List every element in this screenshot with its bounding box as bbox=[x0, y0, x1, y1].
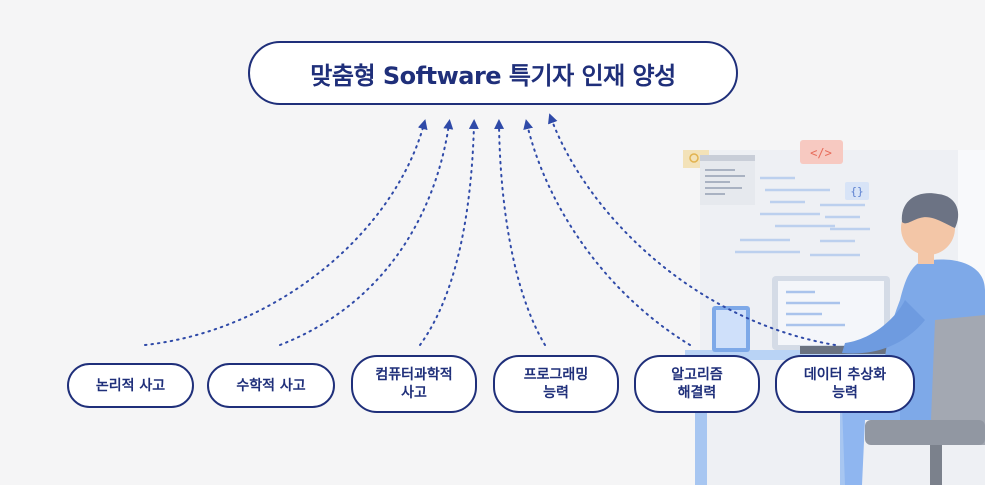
node-label-line1: 프로그래밍 bbox=[523, 367, 589, 383]
node-label-line1: 컴퓨터과학적 bbox=[375, 367, 453, 383]
node-label-line1: 데이터 추상화 bbox=[803, 367, 887, 383]
node-label-line2: 능력 bbox=[832, 385, 858, 401]
node-computational-thinking: 컴퓨터과학적 사고 bbox=[351, 355, 477, 413]
arrow-logic bbox=[144, 119, 428, 346]
node-label-line1: 알고리즘 bbox=[671, 367, 723, 383]
chair-seat bbox=[865, 420, 985, 445]
node-label-line2: 사고 bbox=[401, 385, 427, 401]
title-text: 맞춤형 Software 특기자 인재 양성 bbox=[310, 61, 676, 90]
code-lines bbox=[705, 169, 745, 195]
node-label-line2: 해결력 bbox=[677, 385, 717, 401]
node-label-line2: 능력 bbox=[543, 385, 569, 401]
arrow-math bbox=[279, 119, 454, 346]
code-tag-label: </> bbox=[810, 146, 832, 160]
chair-post bbox=[930, 445, 942, 485]
node-logical-thinking: 논리적 사고 bbox=[67, 363, 194, 408]
node-data-abstraction: 데이터 추상화 능력 bbox=[775, 355, 915, 413]
person-neck bbox=[918, 250, 934, 264]
code-tag bbox=[800, 140, 843, 164]
floating-code-lines bbox=[735, 176, 870, 257]
node-programming-ability: 프로그래밍 능력 bbox=[493, 355, 619, 413]
node-algorithm-solving: 알고리즘 해결력 bbox=[634, 355, 760, 413]
braces-tag bbox=[845, 182, 869, 200]
node-label: 수학적 사고 bbox=[236, 377, 306, 394]
node-label: 논리적 사고 bbox=[95, 377, 166, 394]
laptop-code-lines bbox=[786, 290, 845, 327]
search-icon bbox=[689, 153, 699, 163]
arrow-programming bbox=[494, 119, 546, 346]
braces-tag-label: {} bbox=[850, 185, 863, 198]
code-window-bar bbox=[700, 155, 755, 161]
arrow-algorithm bbox=[523, 119, 691, 346]
arrow-abstraction bbox=[548, 113, 836, 346]
title-pill: 맞춤형 Software 특기자 인재 양성 bbox=[248, 41, 738, 105]
person-arm bbox=[842, 300, 925, 354]
chair-back bbox=[930, 315, 985, 445]
arrow-cs bbox=[419, 119, 479, 346]
tablet-screen bbox=[716, 310, 746, 348]
node-mathematical-thinking: 수학적 사고 bbox=[207, 363, 335, 408]
code-window bbox=[700, 155, 755, 205]
person-hair bbox=[901, 193, 959, 228]
